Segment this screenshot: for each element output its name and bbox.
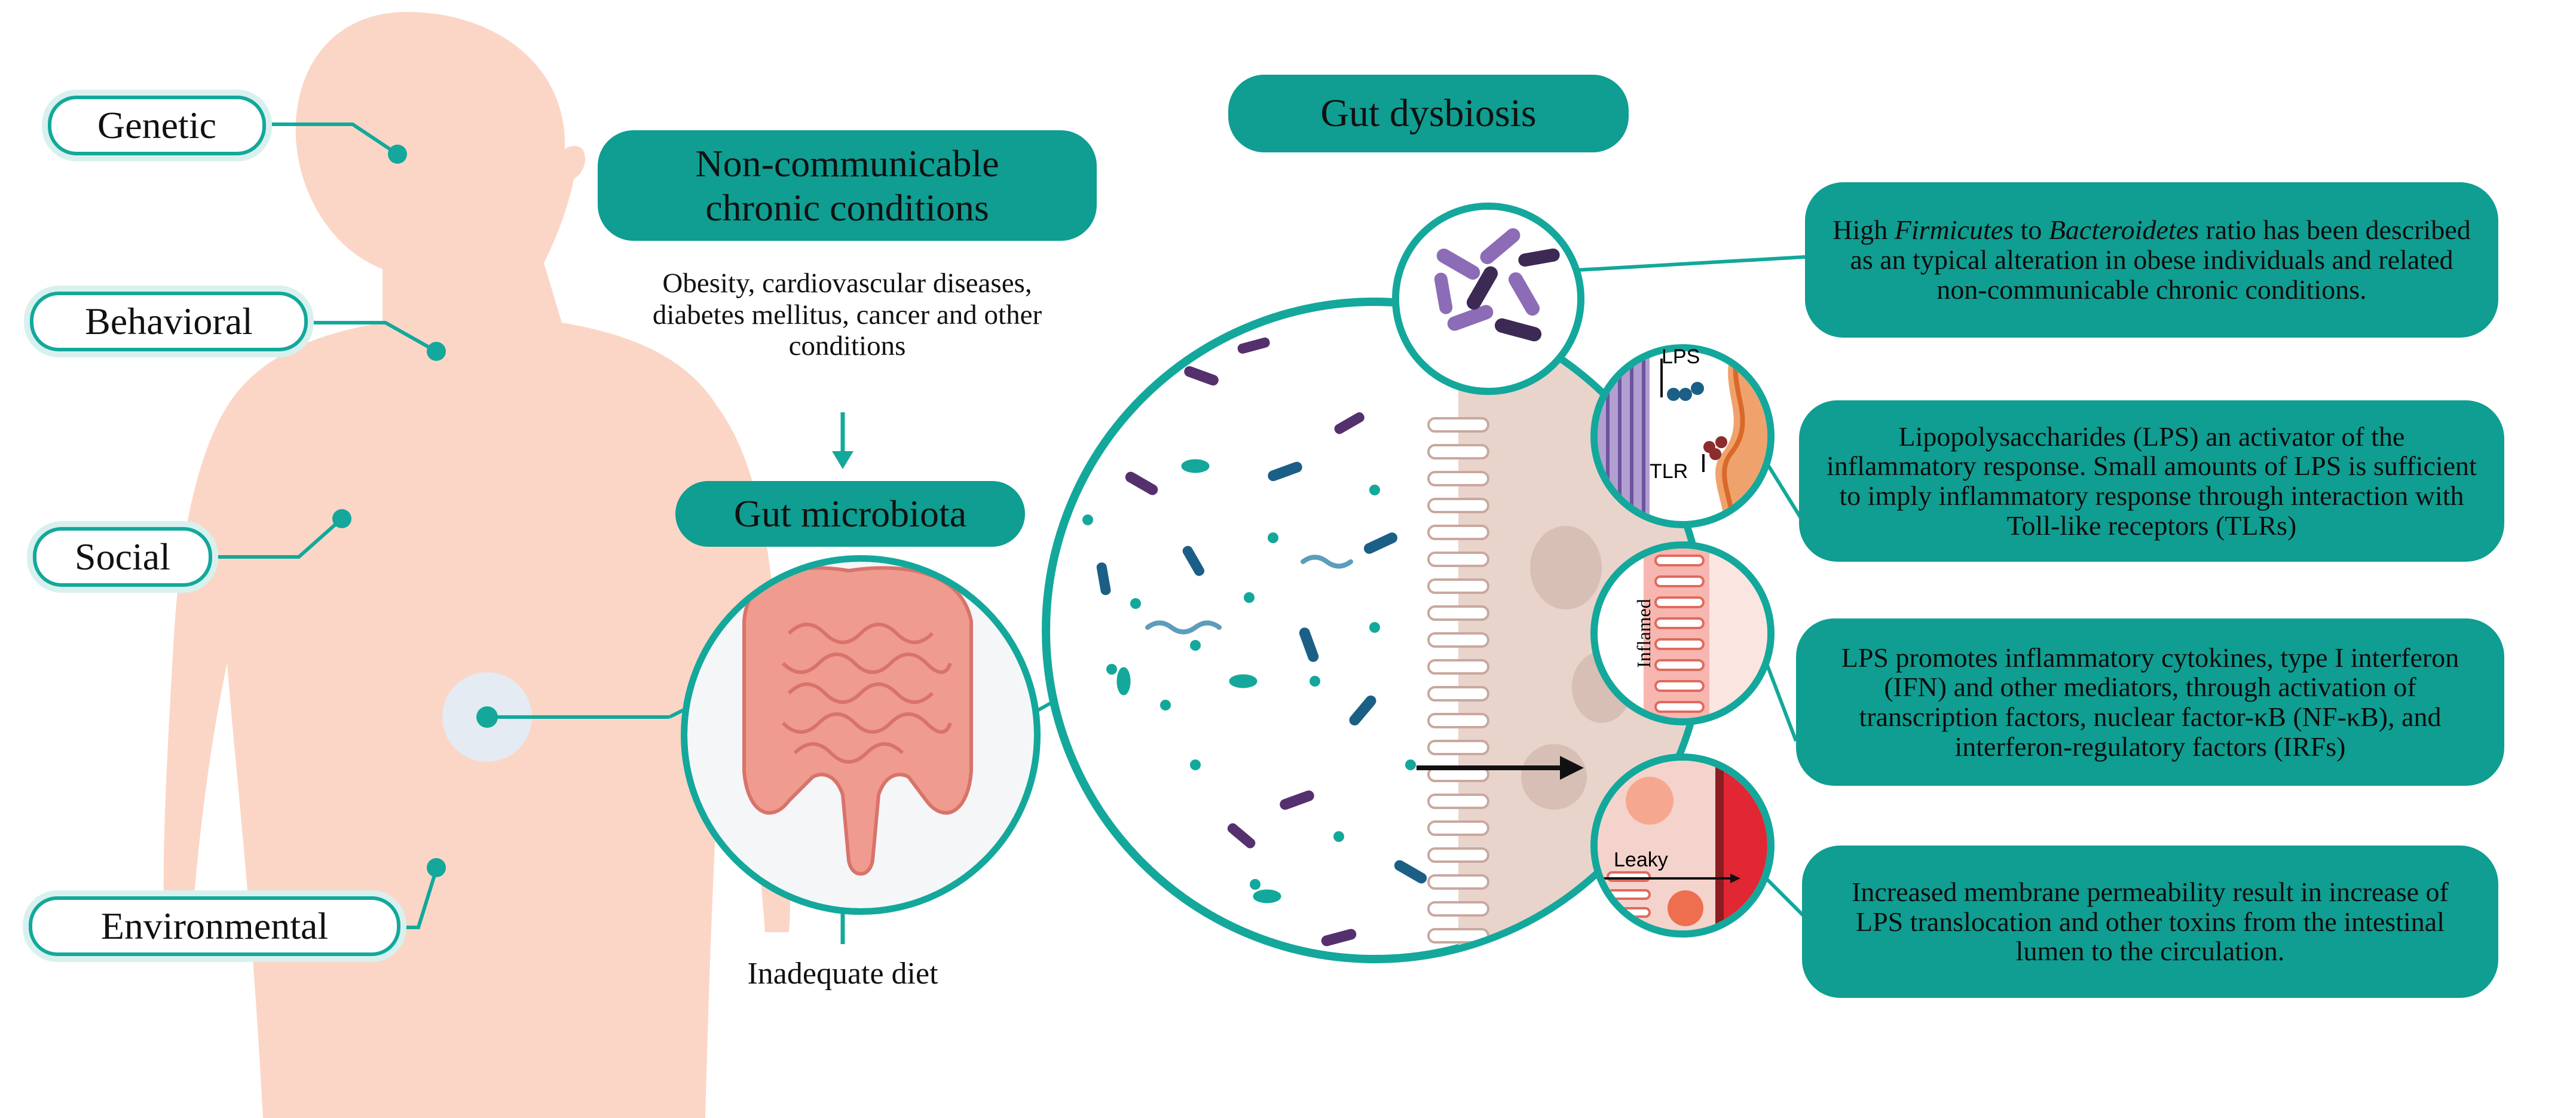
inadequate-diet-label: Inadequate diet	[747, 957, 938, 991]
info-lps-activator: Lipopolysaccharides (LPS) an activator o…	[1799, 400, 2504, 562]
bacteroidetes-italic: Bacteroidetes	[2048, 215, 2199, 246]
text-span: High	[1832, 215, 1895, 246]
info-membrane-permeability: Increased membrane permeability result i…	[1802, 846, 2498, 998]
tissue-cells	[1521, 526, 1632, 810]
ncd-subtitle: Obesity, cardiovascular diseases, diabet…	[652, 268, 1042, 362]
factor-genetic: Genetic	[48, 96, 266, 155]
firmicutes-italic: Firmicutes	[1894, 215, 2014, 246]
detail-bacteria-cluster	[1392, 203, 1584, 395]
inflamed-label: Inflamed	[1633, 599, 1654, 668]
factor-environmental: Environmental	[29, 896, 400, 956]
factor-social: Social	[33, 527, 212, 587]
villi	[1427, 417, 1489, 944]
info-lps-cytokines: LPS promotes inflammatory cytokines, typ…	[1796, 618, 2504, 786]
info-lps-cytokines-text: LPS promotes inflammatory cytokines, typ…	[1841, 642, 2459, 762]
human-body-silhouette	[163, 12, 791, 1118]
tlr-label: TLR	[1650, 460, 1688, 483]
leaky-label: Leaky	[1614, 849, 1668, 871]
detail-inflamed	[1590, 541, 1775, 725]
intestine-illustration	[681, 555, 1041, 915]
lps-label: LPS	[1662, 345, 1700, 368]
text-span: to	[2014, 215, 2049, 246]
gut-microbiota-label: Gut microbiota	[675, 481, 1025, 547]
bacteria	[1082, 337, 1427, 947]
info-lps-activator-text: Lipopolysaccharides (LPS) an activator o…	[1827, 421, 2477, 541]
info-firmicutes-text: High Firmicutes to Bacteroidetes ratio h…	[1829, 215, 2474, 304]
ncd-title-box: Non-communicable chronic conditions	[598, 130, 1097, 241]
gut-dysbiosis-label: Gut dysbiosis	[1228, 75, 1629, 152]
translocation-arrow	[1417, 756, 1584, 780]
factor-behavioral: Behavioral	[30, 292, 308, 351]
text-span: ratio has been described as an typical a…	[1850, 215, 2471, 305]
detail-leaky	[1590, 753, 1775, 938]
info-permeability-text: Increased membrane permeability result i…	[1852, 876, 2449, 967]
info-firmicutes-ratio: High Firmicutes to Bacteroidetes ratio h…	[1805, 182, 2498, 338]
